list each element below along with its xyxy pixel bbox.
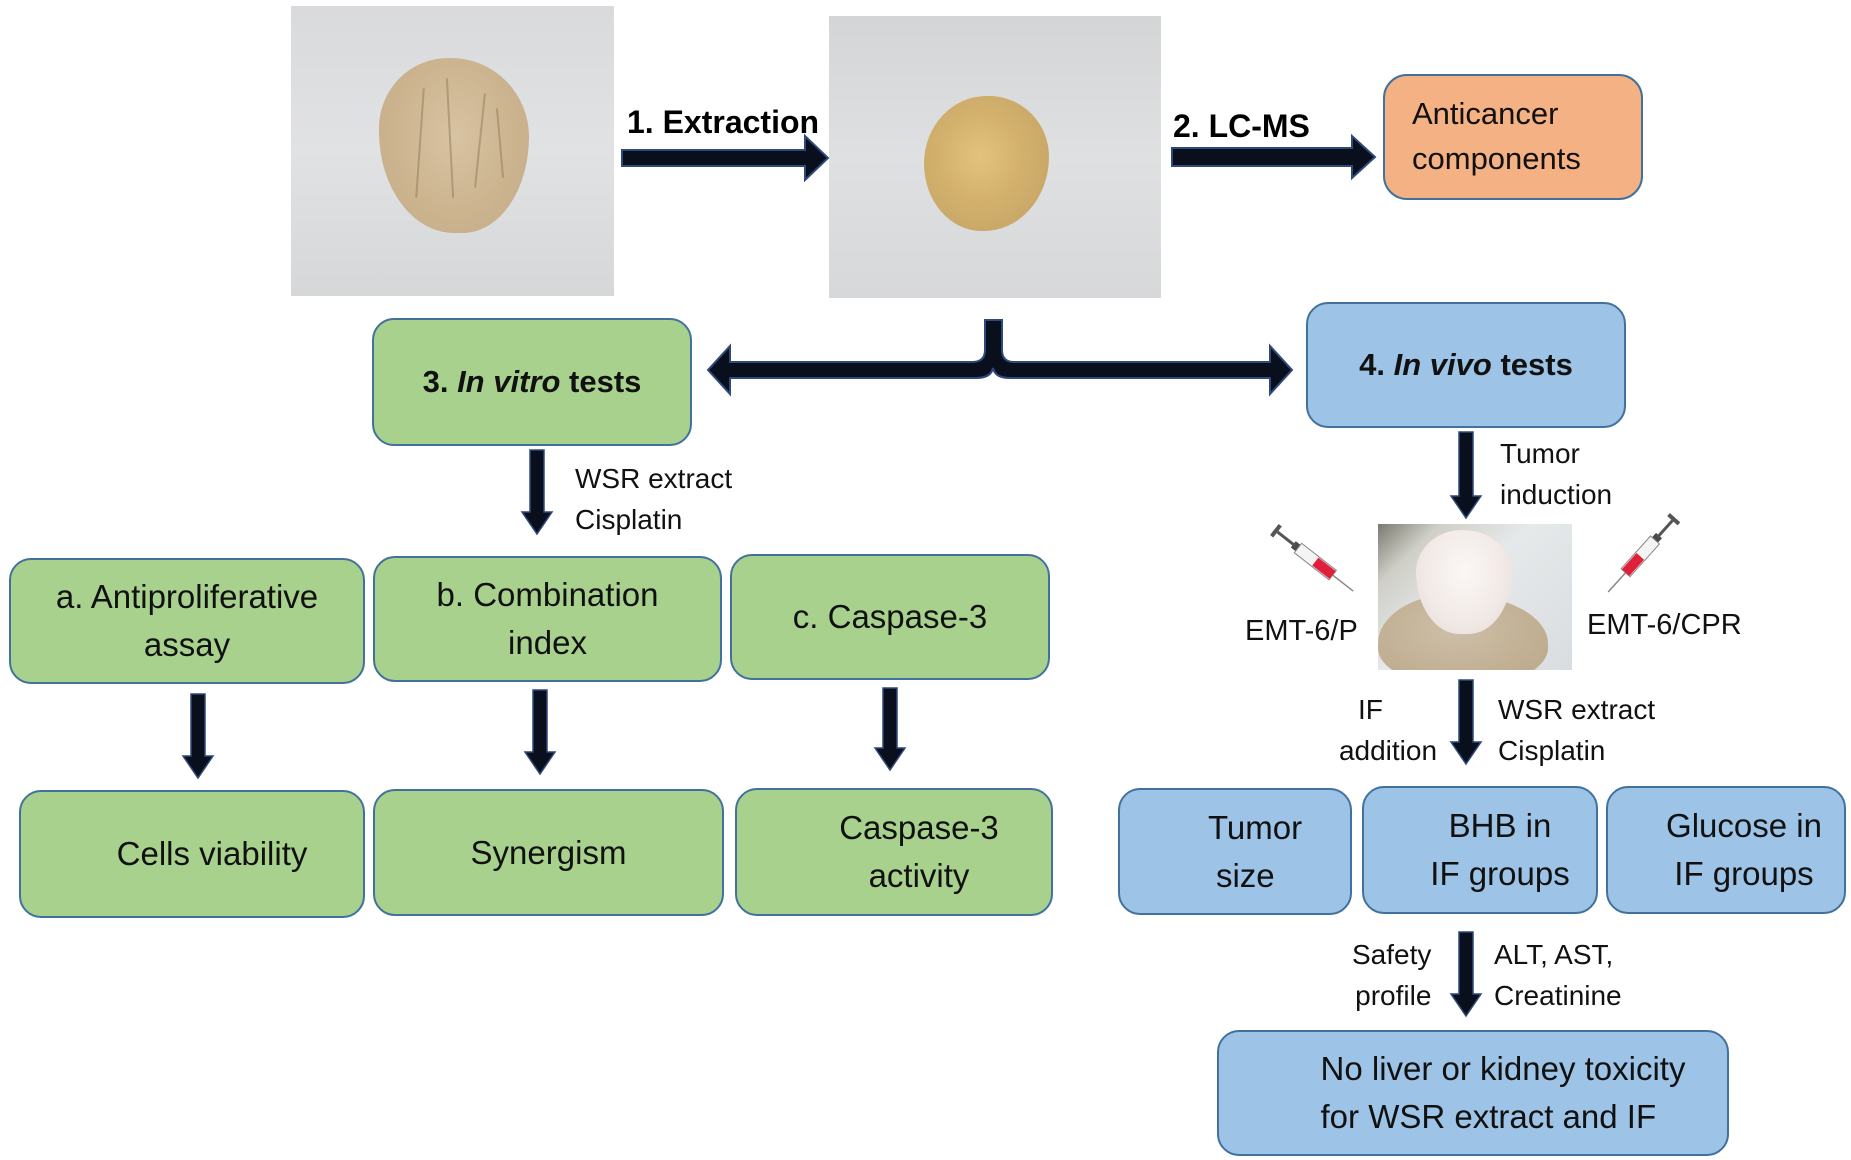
markers-line1: ALT, AST, — [1494, 939, 1614, 970]
mouse-shape — [1416, 530, 1512, 634]
result-box-synergism: Synergism — [373, 789, 724, 916]
assay-line1: b. Combination — [436, 576, 659, 614]
result-box-tumor-size: Tumor size — [1118, 788, 1352, 915]
in-vivo-italic: In vivo — [1393, 346, 1492, 382]
toxicity-markers-label: ALT, AST, Creatinine — [1494, 935, 1622, 1016]
treatment-line2: Cisplatin — [575, 503, 683, 535]
safety-line1: Safety — [1352, 939, 1432, 970]
result-line2: IF groups — [1430, 855, 1570, 892]
in-vitro-italic: In vitro — [457, 363, 561, 399]
extraction-arrow — [621, 133, 830, 183]
assay-a-arrow — [181, 693, 215, 780]
treatment-line1: WSR extract — [1498, 694, 1656, 725]
if-line2: addition — [1338, 734, 1438, 766]
extraction-label: 1. Extraction — [627, 104, 820, 140]
result-box-bhb: BHB in IF groups — [1362, 786, 1598, 914]
result-line1: Cells viability — [116, 835, 308, 873]
in-vitro-treatment-label: WSR extract Cisplatin — [575, 459, 732, 540]
lcms-arrow — [1171, 133, 1377, 181]
cell-line-right-label: EMT-6/CPR — [1587, 609, 1742, 641]
markers-line2: Creatinine — [1494, 979, 1622, 1011]
lcms-label: 2. LC-MS — [1173, 108, 1310, 144]
extract-pile — [924, 96, 1049, 231]
assay-line2: index — [508, 624, 587, 661]
if-addition-label: IF addition — [1328, 690, 1448, 771]
result-line2: size — [1215, 856, 1275, 894]
assay-line1: a. Antiproliferative — [55, 578, 319, 616]
assay-b-arrow — [523, 689, 557, 776]
anticancer-line1: Anticancer — [1412, 96, 1559, 132]
in-vivo-tests-box: 4. In vivo tests — [1306, 302, 1626, 428]
result-line2: activity — [868, 857, 970, 894]
in-vivo-prefix: 4. — [1359, 346, 1394, 382]
safety-down-arrow — [1449, 931, 1483, 1018]
safety-line2: profile — [1355, 979, 1432, 1011]
cell-line-left-label: EMT-6/P — [1245, 615, 1358, 647]
conclusion-box: No liver or kidney toxicity for WSR extr… — [1217, 1030, 1729, 1156]
split-bracket-arrow — [706, 319, 1294, 397]
mouse-photo — [1378, 524, 1572, 670]
result-line1: Glucose in — [1666, 807, 1822, 845]
assay-line1: c. Caspase-3 — [792, 598, 988, 636]
treatment-line1: WSR extract — [575, 463, 733, 494]
result-line1: Synergism — [470, 833, 627, 871]
in-vitro-suffix: tests — [560, 363, 642, 399]
conclusion-line2: for WSR extract and IF — [1320, 1098, 1657, 1135]
in-vitro-tests-box: 3. In vitro tests — [372, 318, 692, 446]
conclusion-line1: No liver or kidney toxicity — [1320, 1050, 1686, 1088]
in-vitro-down-arrow — [520, 449, 554, 536]
assay-box-antiproliferative: a. Antiproliferative assay — [9, 558, 365, 684]
if-line1: IF — [1358, 694, 1383, 725]
induction-line2: induction — [1500, 478, 1613, 510]
treatment-line2: Cisplatin — [1498, 734, 1606, 766]
result-line1: BHB in — [1448, 807, 1552, 845]
in-vivo-treatment-label: WSR extract Cisplatin — [1498, 690, 1655, 771]
in-vivo-down-arrow — [1449, 431, 1483, 520]
assay-box-caspase3: c. Caspase-3 — [730, 554, 1050, 680]
anticancer-line2: components — [1412, 141, 1581, 176]
extract-photo — [829, 16, 1161, 298]
assay-box-combination-index: b. Combination index — [373, 556, 722, 682]
result-line2: IF groups — [1674, 855, 1814, 892]
anticancer-components-box: Anticancer components — [1383, 74, 1643, 200]
result-box-glucose: Glucose in IF groups — [1606, 786, 1846, 914]
assay-line2: assay — [143, 626, 231, 663]
in-vitro-prefix: 3. — [422, 363, 458, 399]
assay-c-arrow — [873, 687, 907, 772]
tumor-induction-label: Tumor induction — [1500, 434, 1612, 515]
in-vivo-suffix: tests — [1491, 346, 1573, 382]
result-box-caspase3-activity: Caspase-3 activity — [735, 788, 1053, 916]
powder-pile — [379, 58, 529, 233]
syringe-right-icon — [1607, 513, 1681, 593]
raw-powder-photo — [291, 6, 614, 296]
induction-line1: Tumor — [1500, 438, 1580, 469]
safety-profile-label: Safety profile — [1352, 935, 1431, 1016]
syringe-left-icon — [1270, 524, 1354, 592]
result-line1: Caspase-3 — [839, 809, 999, 847]
result-box-cells-viability: Cells viability — [19, 790, 365, 918]
treatment-down-arrow — [1449, 679, 1483, 766]
result-line1: Tumor — [1207, 808, 1303, 846]
